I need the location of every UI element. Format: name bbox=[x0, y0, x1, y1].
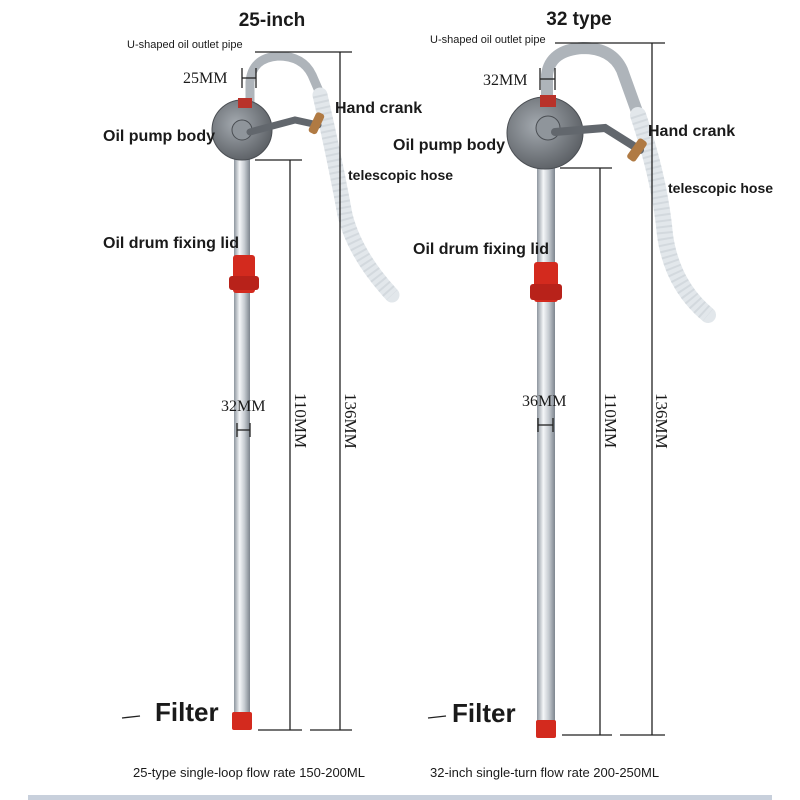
fixing-lid-label: Oil drum fixing lid bbox=[413, 241, 549, 258]
crank-handle bbox=[627, 138, 647, 162]
pump-body-label: Oil pump body bbox=[103, 128, 215, 145]
bottom-divider bbox=[28, 795, 772, 800]
pump-25-illustration bbox=[211, 51, 400, 730]
product-title: 32 type bbox=[546, 9, 612, 30]
filter-label: Filter bbox=[155, 697, 219, 727]
u-pipe-label: U-shaped oil outlet pipe bbox=[430, 34, 546, 46]
fixing-lid-label: Oil drum fixing lid bbox=[103, 235, 239, 252]
filter-tip bbox=[536, 720, 556, 738]
length-110-label: 110MM bbox=[291, 393, 310, 449]
hand-crank-label: Hand crank bbox=[648, 123, 736, 140]
product-title: 25-inch bbox=[238, 10, 306, 31]
outlet-diameter-label: 25MM bbox=[183, 70, 228, 87]
tube-diameter-label: 32MM bbox=[221, 398, 266, 415]
pump-32-illustration bbox=[506, 41, 716, 738]
dimension-lines bbox=[121, 42, 665, 736]
outlet-diameter-label: 32MM bbox=[483, 72, 528, 89]
pump-body-label: Oil pump body bbox=[393, 137, 505, 154]
u-pipe-label: U-shaped oil outlet pipe bbox=[127, 39, 243, 51]
crank-handle bbox=[308, 112, 325, 135]
suction-tube bbox=[537, 160, 555, 730]
u-shaped-outlet-pipe bbox=[245, 51, 330, 115]
length-110-label: 110MM bbox=[601, 393, 620, 449]
tube-diameter-label: 36MM bbox=[522, 393, 567, 410]
hand-crank bbox=[246, 116, 322, 136]
hand-crank-label: Hand crank bbox=[335, 100, 423, 117]
length-136-label: 136MM bbox=[652, 393, 671, 449]
hand-crank bbox=[551, 123, 644, 154]
telescopic-hose-label: telescopic hose bbox=[668, 180, 774, 196]
flow-rate-caption: 25-type single-loop flow rate 150-200ML bbox=[133, 765, 365, 780]
length-136-label: 136MM bbox=[341, 393, 360, 449]
flow-rate-caption: 32-inch single-turn flow rate 200-250ML bbox=[430, 765, 660, 780]
u-shaped-outlet-pipe bbox=[541, 41, 646, 126]
filter-tip bbox=[232, 712, 252, 730]
filter-label: Filter bbox=[452, 698, 516, 728]
telescopic-hose-label: telescopic hose bbox=[348, 167, 454, 183]
